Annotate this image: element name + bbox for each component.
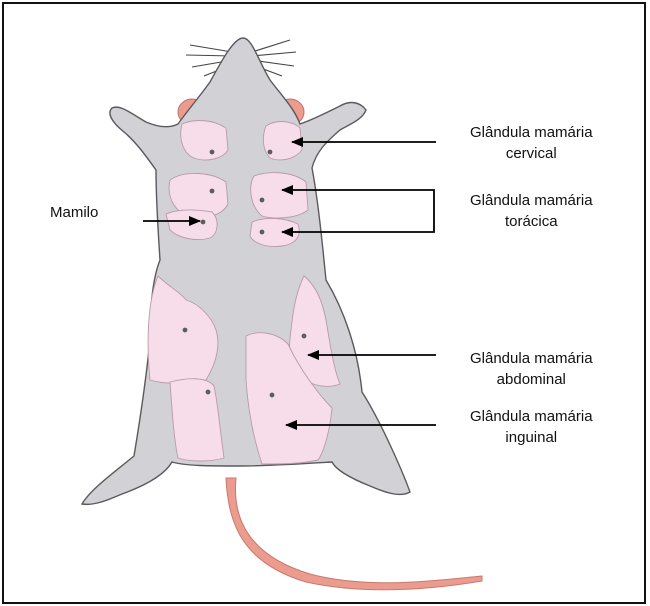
label-cervical-line2: cervical [470, 143, 593, 164]
label-inguinal-line1: Glândula mamária [470, 406, 593, 427]
label-toracica-line2: torácica [470, 211, 593, 232]
nipple [260, 230, 265, 235]
label-toracica-line1: Glândula mamária [470, 190, 593, 211]
label-inguinal-line2: inguinal [470, 427, 593, 448]
mouse-body [82, 38, 410, 504]
nipple [210, 150, 215, 155]
label-cervical: Glândula mamária cervical [470, 122, 593, 164]
nipple [268, 150, 273, 155]
nipple [201, 220, 206, 225]
bracket-toracica [374, 190, 434, 232]
label-cervical-line1: Glândula mamária [470, 122, 593, 143]
nipple [270, 393, 275, 398]
label-abdominal-line2: abdominal [470, 369, 593, 390]
label-mamilo: Mamilo [50, 202, 98, 223]
label-toracica: Glândula mamária torácica [470, 190, 593, 232]
label-inguinal: Glândula mamária inguinal [470, 406, 593, 448]
nipple [206, 390, 211, 395]
label-abdominal: Glândula mamária abdominal [470, 348, 593, 390]
nipple [183, 328, 188, 333]
label-mamilo-text: Mamilo [50, 202, 98, 223]
tail [226, 478, 482, 590]
nipple [210, 189, 215, 194]
nipple [260, 198, 265, 203]
gland-cervical-left [181, 121, 228, 160]
label-abdominal-line1: Glândula mamária [470, 348, 593, 369]
gland-thoracic-right [251, 173, 308, 218]
nipple [302, 334, 307, 339]
